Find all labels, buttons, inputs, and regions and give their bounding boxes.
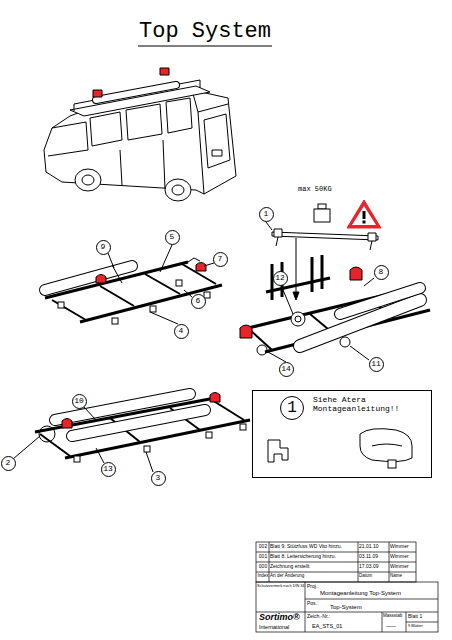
drawing-number: EA_STS_01: [312, 623, 372, 629]
callout-number: 13: [103, 465, 113, 473]
project-name: Montageanleitung Top-System: [320, 590, 436, 597]
field-label: Massstab: [383, 614, 406, 619]
field-label: Zeich.-Nr.:: [307, 614, 347, 620]
field-label: Pos.:: [307, 601, 327, 607]
table-header: Name: [390, 574, 416, 579]
callout-circle: 14: [279, 362, 294, 377]
table-cell: Blatt 8: Leitersicherung hinzu.: [270, 554, 358, 560]
callout-circle: 9: [96, 240, 111, 255]
title-block-grid: [256, 542, 438, 632]
title-underline: [138, 46, 272, 47]
callout-number: 2: [6, 459, 11, 467]
callout-circle: 11: [369, 357, 384, 372]
callout-circle: 8: [374, 265, 389, 280]
table-cell: 21.01.10: [359, 544, 389, 550]
callout-circle: 3: [151, 471, 166, 486]
table-header: Art der Änderung: [270, 574, 358, 579]
callout-circle: 13: [101, 462, 116, 477]
table-cell: 002: [257, 544, 269, 550]
weight-symbol: [314, 204, 330, 222]
callout-number: 7: [218, 255, 223, 263]
callout-circle: 1: [280, 396, 304, 420]
callout-circle: 4: [174, 324, 189, 339]
sheet-count: 9 Blätter: [408, 624, 437, 628]
atera-parts: [268, 429, 412, 468]
callout-circle: 10: [72, 394, 87, 409]
callout-number: 10: [74, 397, 84, 405]
note-text: Siehe Atera Montageanleitung!!: [313, 396, 425, 414]
table-cell: Wimmer: [390, 544, 416, 550]
table-cell: Wimmer: [390, 554, 416, 560]
table-cell: 03.11.09: [359, 554, 389, 560]
callout-circle: 5: [165, 230, 180, 245]
table-cell: Zeichnung erstellt: [270, 564, 358, 570]
load-limit: max 50KG: [298, 186, 346, 194]
callout-number: 6: [196, 297, 201, 305]
callout-number: 3: [156, 474, 161, 482]
callout-number: 1: [264, 210, 269, 218]
callout-circle: 1: [259, 207, 274, 222]
callout-number: 11: [371, 360, 381, 368]
callout-number: 5: [170, 233, 175, 241]
table-cell: Blatt 9: Stützfuss WD Vito hinzu.: [270, 544, 358, 550]
company-logo: Sortimo®: [259, 613, 305, 623]
protection-note: Schutzvermerk nach DIN 34: [257, 584, 305, 588]
warning-triangle: [347, 200, 381, 228]
scale-value: ——: [386, 624, 404, 630]
callout-circle: 7: [213, 252, 228, 267]
table-cell: 17.03.09: [359, 564, 389, 570]
van: [44, 68, 236, 201]
callout-circle: 12: [273, 271, 288, 286]
callout-number: 1: [287, 400, 297, 416]
field-label: Proj.:: [307, 584, 327, 590]
rack-right: [240, 255, 430, 362]
callout-number: 4: [179, 327, 184, 335]
table-cell: Wimmer: [390, 564, 416, 570]
note-box: Siehe Atera Montageanleitung!! 1: [252, 390, 432, 478]
table-cell: 000: [257, 564, 269, 570]
callout-circle: 6: [191, 294, 206, 309]
callout-number: 14: [281, 365, 291, 373]
page-title: Top System: [138, 20, 272, 44]
rack-left: [45, 245, 222, 324]
callout-number: 12: [275, 274, 285, 282]
callout-circle: 2: [1, 456, 16, 471]
company-name: International: [259, 624, 305, 630]
table-cell: 001: [257, 554, 269, 560]
table-header: Datum: [359, 574, 389, 579]
sheet-number: Blatt 1: [408, 614, 437, 620]
position-name: Top-System: [330, 604, 430, 611]
callout-number: 9: [101, 243, 106, 251]
rack-bottom: [13, 393, 250, 473]
table-header: Index: [257, 574, 269, 579]
callout-number: 8: [379, 268, 384, 276]
